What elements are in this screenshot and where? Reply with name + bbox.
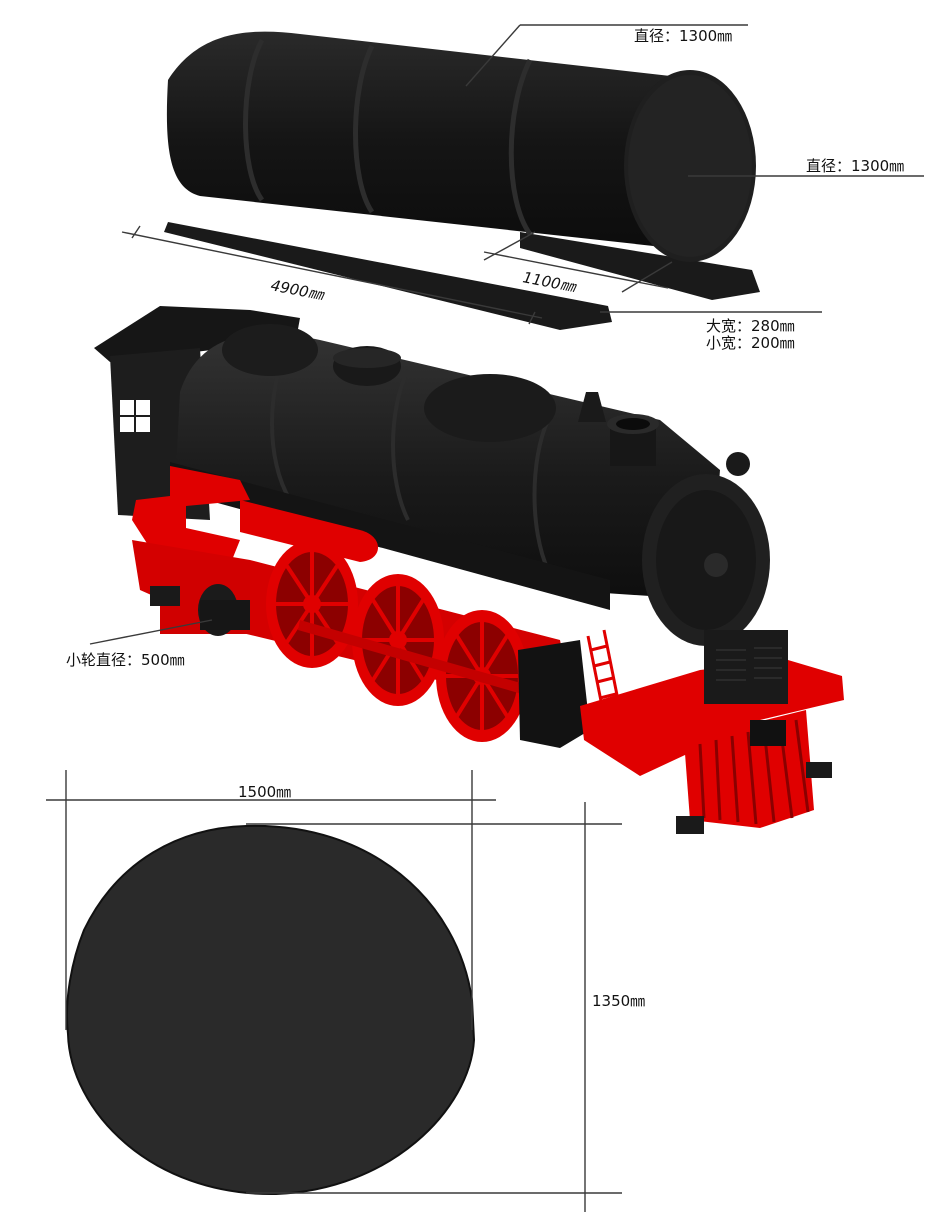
tank-skid-left: [164, 222, 612, 330]
front-foot-left: [676, 816, 704, 834]
disc-group: [65, 824, 476, 1196]
tank-band-1: [243, 38, 265, 202]
cab-roof-dome: [222, 324, 318, 376]
driving-wheel-2: [352, 574, 444, 706]
chimney-opening: [616, 418, 650, 430]
tank-large-width-label: 大宽：280㎜: [706, 317, 795, 335]
steam-dome: [424, 374, 556, 442]
front-foot-right: [806, 762, 832, 778]
tank-band-3: [508, 58, 533, 236]
small-wheel-label: 小轮直径：500㎜: [66, 651, 185, 669]
air-cylinder: [240, 500, 378, 562]
sand-dome-top: [333, 348, 401, 368]
connecting-rod: [298, 620, 580, 710]
red-pipework: [132, 466, 250, 560]
coupler: [750, 720, 786, 746]
rear-step: [150, 586, 180, 606]
cab-window: [120, 400, 150, 432]
headlamp: [726, 452, 750, 476]
tank-length-label: 4900㎜: [269, 276, 327, 304]
disc-height-label: 1350㎜: [592, 992, 645, 1010]
tank-small-width-label: 小宽：200㎜: [706, 334, 795, 352]
front-grille-box: [704, 630, 788, 704]
bell: [578, 392, 606, 422]
boiler-band-3: [532, 419, 550, 571]
disc-shape: [65, 824, 476, 1196]
tank-diameter-end-label: 直径：1300㎜: [806, 157, 904, 175]
tank-body: [166, 31, 690, 250]
tank-group: [164, 31, 760, 330]
steam-cylinder: [518, 640, 590, 748]
tank-diameter-top-label: 直径：1300㎜: [634, 27, 732, 45]
boiler: [176, 333, 720, 600]
front-grille: [716, 647, 782, 681]
smokebox-hub: [704, 553, 728, 577]
running-board: [170, 462, 610, 610]
small-wheel-dimension: 小轮直径：500㎜: [66, 619, 213, 669]
disc-width-label: 1500㎜: [238, 783, 291, 801]
boiler-band-2: [391, 369, 410, 521]
tank-end-face: [628, 75, 752, 257]
driving-wheel-1: [266, 540, 358, 668]
cab-roof: [94, 306, 300, 362]
tank-skid-right: [520, 232, 760, 300]
disc-dimensions: 1500㎜ 1350㎜: [46, 770, 645, 1212]
tank-band-2: [353, 44, 375, 214]
locomotive-group: [94, 306, 844, 834]
